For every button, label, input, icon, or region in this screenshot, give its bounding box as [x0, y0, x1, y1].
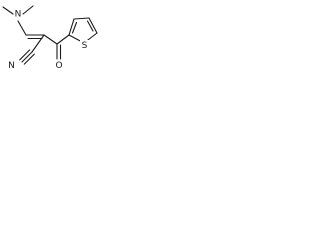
bond-c-carbonyl [43, 34, 58, 45]
bond-methyl-left [2, 6, 14, 15]
bond-ring-c3-c2-inner [71, 21, 78, 34]
atom-label-nitrile-n: N [8, 61, 15, 71]
bond-nitrile-triple-a [21, 51, 33, 63]
bond-c-cn [31, 34, 45, 53]
bond-ring-c5-c4 [88, 17, 98, 34]
bond-methyl-right [22, 5, 34, 15]
atom-label-carbonyl-o: O [55, 61, 62, 71]
atom-label-amine-n: N [15, 10, 22, 20]
atom-label-thiophene-s: S [82, 41, 88, 51]
bond-n-ch [17, 20, 27, 36]
bond-nitrile-triple-c [19, 49, 31, 61]
bond-ring-c3-c2 [68, 18, 75, 36]
bond-carbonyl-thiophene [56, 34, 70, 45]
bond-ring-c4-c3 [73, 17, 90, 20]
bond-ring-c4-c5-inner [86, 20, 94, 32]
bond-nitrile-triple-b [23, 53, 35, 65]
chemical-structure-diagram: N N O S [2, 5, 98, 71]
